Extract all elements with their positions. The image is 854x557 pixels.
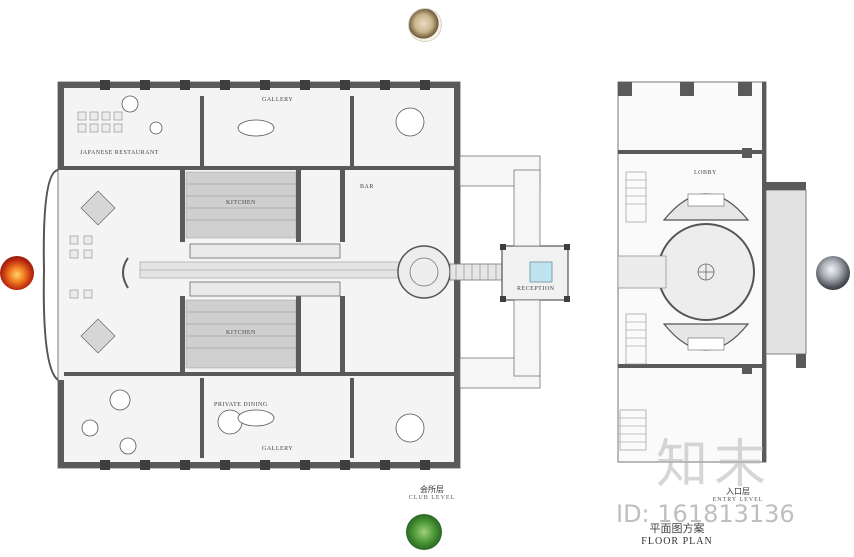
floor-plan-title-en: FLOOR PLAN <box>641 536 713 547</box>
entry-level-caption: 入口层 ENTRY LEVEL <box>706 486 770 503</box>
entry-level-title-en: ENTRY LEVEL <box>712 497 764 503</box>
dragon-medallion <box>408 8 442 42</box>
room-label-private-dining: PRIVATE DINING <box>214 402 268 408</box>
entry-level-title-cn: 入口层 <box>726 487 750 496</box>
room-label-gallery-south: GALLERY <box>262 446 294 452</box>
bamboo-medallion <box>406 514 442 550</box>
room-label-kitchen-south: KITCHEN <box>226 330 256 336</box>
watermark-brand: 知末 <box>656 435 773 495</box>
watermark-id: ID: 161813136 <box>616 500 795 528</box>
room-label-kitchen-north: KITCHEN <box>226 200 256 206</box>
floor-plan-caption: 平面图方案 FLOOR PLAN <box>636 520 718 547</box>
club-level-title-en: CLUB LEVEL <box>408 495 456 501</box>
room-label-japanese-restaurant: JAPANESE RESTAURANT <box>80 150 159 156</box>
club-level-title-cn: 会所层 <box>420 485 444 494</box>
room-label-bar: BAR <box>360 184 374 190</box>
room-label-reception: RECEPTION <box>517 286 555 292</box>
club-level-caption: 会所层 CLUB LEVEL <box>404 484 460 501</box>
room-label-lobby: LOBBY <box>694 170 717 176</box>
floor-plan-title-cn: 平面图方案 <box>649 523 705 535</box>
room-label-gallery-north: GALLERY <box>262 97 294 103</box>
water-medallion <box>816 256 850 290</box>
fire-medallion <box>0 256 34 290</box>
